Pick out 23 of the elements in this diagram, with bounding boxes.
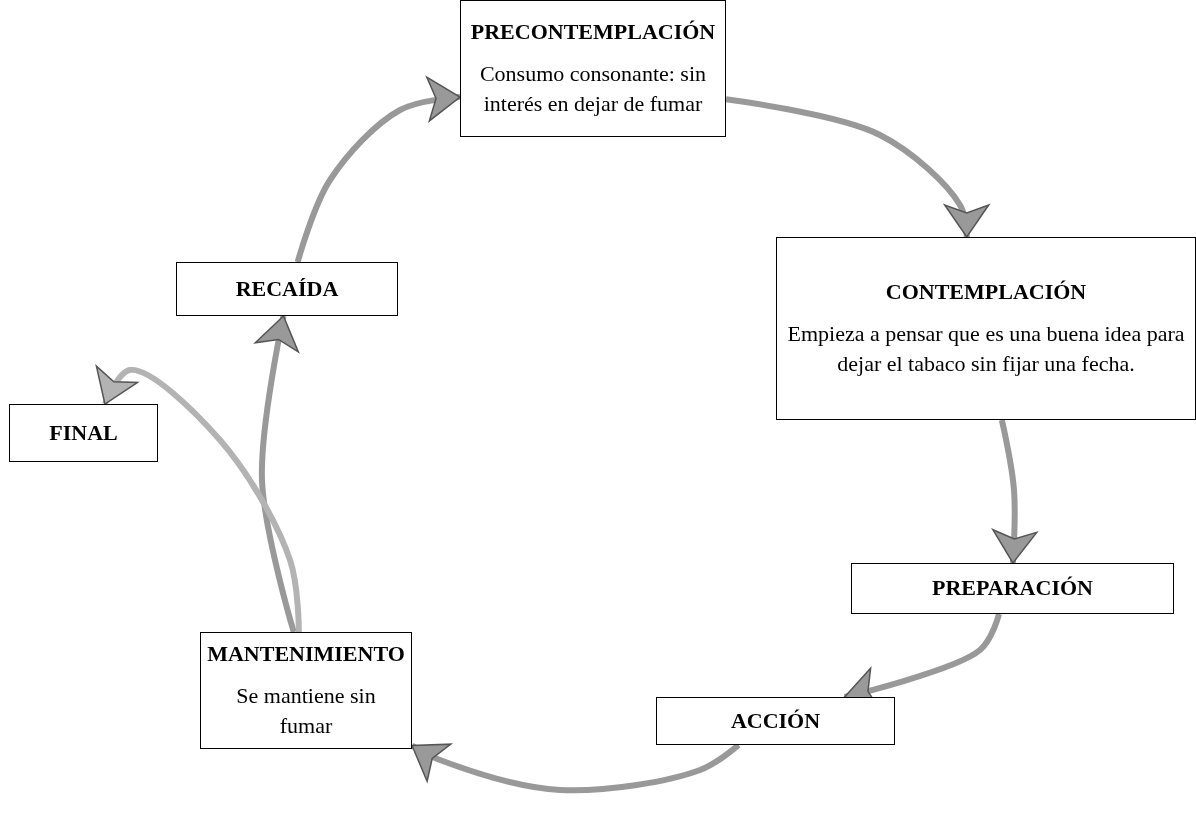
stage-title: PRECONTEMPLACIÓN	[470, 18, 716, 45]
curved-arrow	[254, 315, 300, 633]
stage-box	[176, 262, 398, 316]
stage-title: MANTENIMIENTO	[207, 640, 405, 667]
curved-arrow	[725, 96, 990, 238]
curved-arrow	[992, 419, 1038, 564]
stage-card	[460, 0, 726, 137]
stage-box	[656, 697, 895, 745]
curved-arrow	[410, 742, 741, 794]
stage-title: RECAÍDA	[235, 275, 339, 303]
stage-description: Se mantiene sin fumar	[235, 682, 377, 740]
stage-description: Empieza a pensar que es una buena idea para dejar el tabaco sin fijar una fecha.	[787, 320, 1185, 378]
stage-title: ACCIÓN	[730, 707, 821, 735]
curved-arrow	[294, 76, 461, 263]
stage-card	[776, 237, 1196, 420]
stage-box	[9, 404, 158, 462]
stage-title: PREPARACIÓN	[932, 575, 1093, 602]
stage-title: FINAL	[49, 419, 118, 447]
stage-title: CONTEMPLACIÓN	[885, 278, 1087, 305]
curved-arrow	[96, 365, 302, 633]
stage-box	[851, 563, 1174, 614]
stage-description: Consumo consonante: sin interés en dejar de fumar	[478, 60, 708, 118]
stage-card	[200, 632, 412, 749]
